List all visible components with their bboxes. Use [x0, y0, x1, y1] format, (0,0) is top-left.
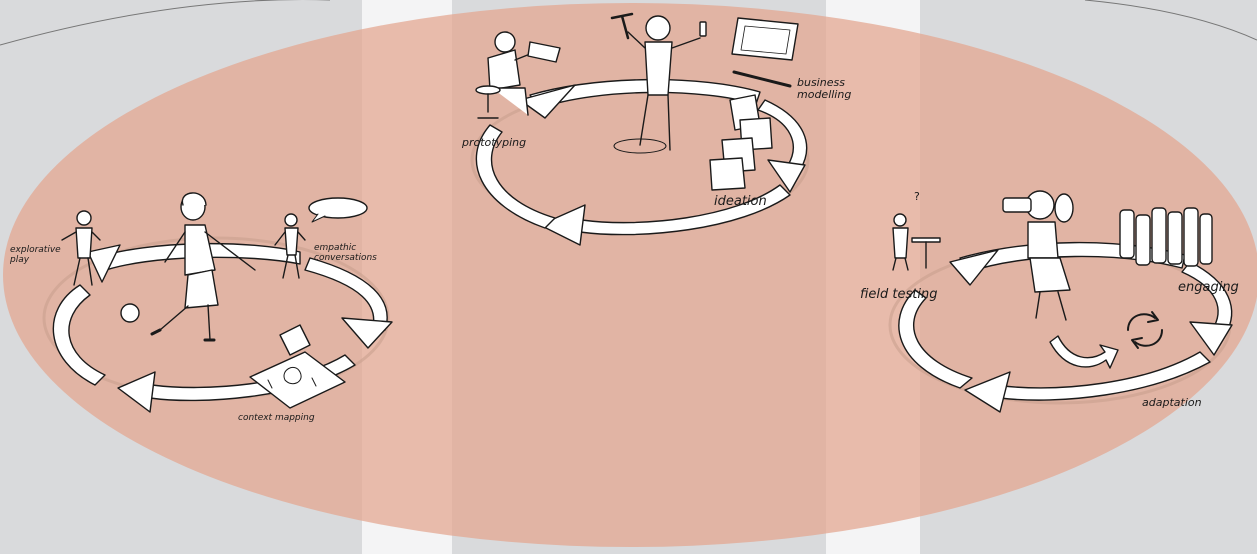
- question-mark: ?: [914, 190, 920, 203]
- ball-icon: [121, 304, 139, 322]
- label-prototyping: prototyping: [462, 136, 526, 149]
- label-ideation: ideation: [714, 194, 767, 209]
- label-business-modelling: business modelling: [797, 77, 847, 101]
- label-engaging: engaging: [1178, 280, 1239, 295]
- label-context-mapping: context mapping: [238, 413, 315, 423]
- label-explorative-play: explorative play: [10, 245, 60, 265]
- label-adaptation: adaptation: [1142, 396, 1202, 409]
- label-field-testing: field testing: [860, 287, 937, 302]
- tablet-icon: [732, 18, 798, 60]
- label-empathic-conversations: empathic conversations: [314, 243, 374, 263]
